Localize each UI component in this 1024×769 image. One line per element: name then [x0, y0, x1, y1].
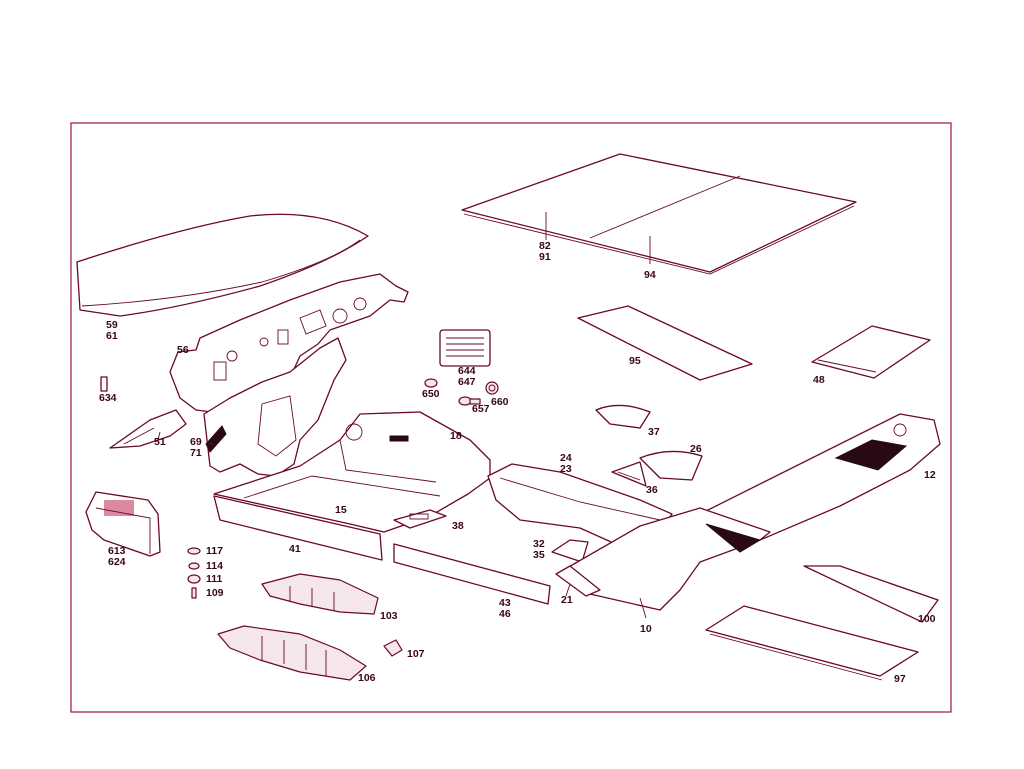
part-103-heat-shield[interactable]	[261, 573, 379, 615]
part-15-floor[interactable]	[213, 411, 491, 533]
label-647: 647	[458, 376, 476, 388]
label-103: 103	[380, 610, 398, 622]
label-38: 38	[452, 520, 464, 532]
label-94: 94	[644, 269, 656, 281]
label-82: 82	[539, 240, 551, 252]
label-61: 61	[106, 330, 118, 342]
label-15: 15	[335, 504, 347, 516]
label-613: 613	[108, 545, 126, 557]
label-114: 114	[206, 560, 223, 572]
label-35: 35	[533, 549, 545, 561]
part-36-wedge[interactable]	[611, 461, 647, 487]
part-644-647-vent[interactable]	[439, 329, 491, 367]
label-650: 650	[422, 388, 440, 400]
part-48-mat[interactable]	[811, 325, 931, 379]
label-48: 48	[813, 374, 825, 386]
part-107-clip[interactable]	[383, 639, 403, 657]
label-12: 12	[924, 469, 936, 481]
part-fasteners-stack[interactable]	[187, 547, 201, 599]
part-21-edge[interactable]	[555, 565, 601, 597]
callout-labels: 59 61 634 56 51 69 71 613 624 117 114 11…	[99, 240, 936, 685]
label-36: 36	[646, 484, 658, 496]
label-26: 26	[690, 443, 702, 455]
leader-lines	[157, 212, 651, 619]
label-18: 18	[450, 430, 462, 442]
label-23: 23	[560, 463, 572, 475]
diagram-frame	[70, 122, 952, 713]
part-650-plug[interactable]	[424, 378, 438, 388]
part-38-bracket[interactable]	[393, 509, 447, 529]
label-107: 107	[407, 648, 425, 660]
label-43: 43	[499, 597, 511, 609]
label-111: 111	[206, 573, 223, 585]
label-109: 109	[206, 587, 224, 599]
label-32: 32	[533, 538, 545, 550]
part-59-61-panel[interactable]	[76, 213, 369, 317]
part-41-sill[interactable]	[213, 495, 383, 561]
label-624: 624	[108, 556, 126, 568]
label-10: 10	[640, 623, 652, 635]
label-644: 644	[458, 365, 476, 377]
part-660-grommet[interactable]	[485, 381, 499, 395]
part-69-71-scuttle[interactable]	[203, 337, 347, 477]
label-634: 634	[99, 392, 117, 404]
part-43-46-sill[interactable]	[393, 543, 551, 605]
part-51-trim[interactable]	[109, 409, 187, 449]
label-106: 106	[358, 672, 376, 684]
label-69: 69	[190, 436, 202, 448]
label-21: 21	[561, 594, 573, 606]
part-32-35-wedge[interactable]	[551, 539, 589, 563]
label-56: 56	[177, 344, 189, 356]
label-660: 660	[491, 396, 509, 408]
part-95-liner[interactable]	[577, 305, 753, 381]
part-37-trim[interactable]	[595, 404, 651, 429]
label-117: 117	[206, 545, 223, 557]
label-91: 91	[539, 251, 551, 263]
label-37: 37	[648, 426, 660, 438]
label-100: 100	[918, 613, 936, 625]
part-106-heat-shield[interactable]	[217, 625, 367, 681]
part-657-bolt[interactable]	[458, 396, 481, 406]
part-613-624-box[interactable]	[85, 491, 161, 557]
label-657: 657	[472, 403, 490, 415]
label-46: 46	[499, 608, 511, 620]
label-24: 24	[560, 452, 572, 464]
label-97: 97	[894, 673, 906, 685]
label-51: 51	[154, 436, 166, 448]
part-26-cover[interactable]	[639, 450, 703, 481]
part-100-mat[interactable]	[803, 565, 939, 623]
label-71: 71	[190, 447, 202, 459]
label-41: 41	[289, 543, 301, 555]
label-59: 59	[106, 319, 118, 331]
part-82-91-94-roof[interactable]	[461, 153, 857, 275]
label-95: 95	[629, 355, 641, 367]
part-10-floor[interactable]	[559, 507, 771, 611]
part-634-clip[interactable]	[100, 376, 108, 392]
part-97-mat[interactable]	[705, 605, 919, 681]
